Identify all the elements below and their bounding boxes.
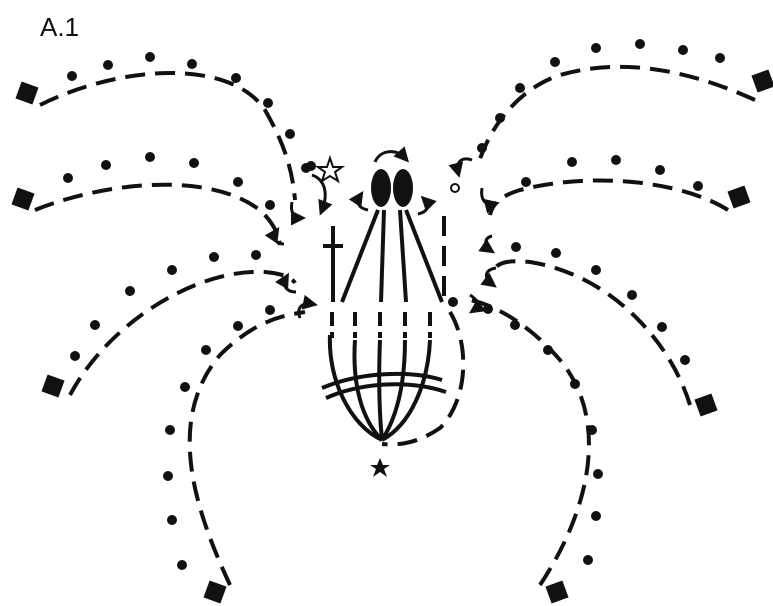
turn-arrow [274,232,284,244]
dot [567,157,577,167]
dot [515,83,525,93]
head [358,152,428,214]
dot [167,515,177,525]
dot [591,265,601,275]
dot [103,60,113,70]
dot [251,250,261,260]
square-right-2 [727,185,750,208]
body [322,210,463,444]
square-left-2 [11,187,34,210]
dot [611,155,621,165]
dot [265,305,275,315]
dot [67,71,77,81]
right-leg-1-line [478,67,755,165]
dot [591,511,601,521]
circle-outline-icon [451,184,459,192]
dot [583,555,593,565]
dot [101,160,111,170]
square-left-3 [41,374,64,397]
dot [233,177,243,187]
left-leg-2-line [35,185,280,245]
dot [657,322,667,332]
turn-arrow [482,188,494,204]
dot [693,181,703,191]
dot [715,53,725,63]
dot [483,304,493,314]
dot [511,242,521,252]
dot [477,143,487,153]
turn-arrow-eye-right [418,200,428,214]
dot [587,425,597,435]
square-left-4 [203,580,226,603]
turn-arrow [486,236,492,250]
left-legs [35,73,305,585]
chart-label: A.1 [40,12,79,42]
star-filled-icon [370,458,390,477]
oval-chain-right [393,169,413,207]
right-leg-3-line [495,261,690,405]
dot [627,290,637,300]
body-line [400,210,406,302]
dot [570,379,580,389]
square-left-1 [15,81,38,104]
right-leg-dots [448,39,725,565]
turn-arrow [458,159,472,172]
dot [265,200,275,210]
dot [655,165,665,175]
dot [201,345,211,355]
dot [521,177,531,187]
left-leg-dots [63,52,311,570]
dot [448,297,458,307]
dot [550,57,560,67]
left-leg-1-line [40,73,295,200]
dot [167,265,177,275]
square-right-3 [694,393,717,416]
dot [125,286,135,296]
dot [543,345,553,355]
dot [495,113,505,123]
dot [209,252,219,262]
end-squares [11,69,773,603]
body-line [342,210,378,302]
star-outline-icon [318,158,342,181]
dot [177,560,187,570]
turn-arrow-top [375,152,405,162]
dot [510,320,520,330]
dot [180,382,190,392]
square-right-1 [751,69,773,92]
dot [165,425,175,435]
left-turn-arrows [274,175,325,318]
abdomen-rib [379,340,382,440]
dot [285,129,295,139]
oval-chain-left [371,169,391,207]
body-line [406,210,442,302]
dot [70,351,80,361]
dot [263,98,273,108]
dot [231,73,241,83]
turn-arrow-eye-left [358,196,368,210]
dot [591,43,601,53]
dot [63,173,73,183]
dot [306,161,316,171]
dot [551,248,561,258]
turn-arrow [291,202,300,218]
dot [678,45,688,55]
left-leg-3-line [70,272,295,395]
dot [593,469,603,479]
square-right-4 [545,580,568,603]
dot [233,321,243,331]
dot [145,152,155,162]
body-line [381,210,384,302]
dot [680,355,690,365]
dot [187,59,197,69]
right-turn-arrows [458,159,496,310]
turn-arrow [486,268,496,284]
dot [163,471,173,481]
right-leg-4-line [470,300,589,585]
dot [189,158,199,168]
dot [90,320,100,330]
dot [635,39,645,49]
dot [145,52,155,62]
